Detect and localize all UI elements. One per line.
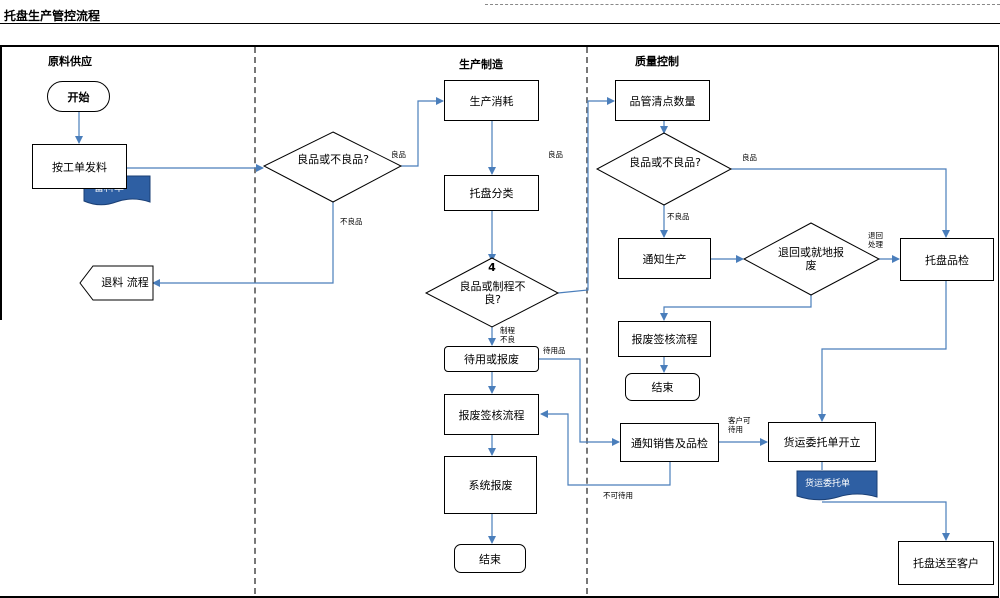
- end-2-node: 结束: [625, 373, 700, 401]
- edge-diamond1-consumption: [401, 97, 444, 167]
- edge-diamond4-scrap2: [660, 295, 812, 321]
- decision-good-or-process-bad: [424, 257, 560, 328]
- issue-by-order-node: 按工单发料: [32, 144, 127, 189]
- lane-divider-1: [254, 47, 256, 594]
- lane-title-quality: 质量控制: [635, 55, 679, 68]
- lane-title-materials: 原料供应: [48, 55, 92, 68]
- edge-label-bad-2: 不良品: [667, 212, 690, 221]
- edge-label-process-bad: 制程 不良: [500, 326, 515, 344]
- edge-notify-scrap: [540, 410, 671, 486]
- edge-label-good-2: 良品: [742, 153, 757, 162]
- edge-shipping-deliver: [822, 501, 950, 541]
- good-or-bad-1-label: 良品或不良品?: [297, 153, 369, 166]
- shipping-doc-shape: [796, 470, 878, 501]
- notify-production-node: 通知生产: [618, 238, 711, 279]
- decision-good-or-bad-2: [595, 132, 733, 206]
- shipping-order-open-node: 货运委托单开立: [768, 422, 876, 462]
- decision-good-or-bad-1: [262, 131, 403, 203]
- return-process-shape: [79, 265, 154, 301]
- page-title: 托盘生产管控流程: [4, 9, 101, 23]
- edge-label-return-handle: 退回 处理: [868, 231, 883, 249]
- good-or-process-bad-label: 良品或制程不良?: [459, 280, 526, 306]
- scrap-approval-2-node: 报废签核流程: [618, 321, 711, 357]
- shipping-doc-label: 货运委托单: [805, 477, 850, 489]
- qc-count-node: 品管清点数量: [615, 80, 710, 121]
- end-1-node: 结束: [454, 544, 526, 573]
- scrap-approval-1-node: 报废签核流程: [444, 394, 539, 435]
- pallet-inspection-node: 托盘品检: [900, 238, 994, 281]
- edge-diamond2-inspection: [731, 168, 950, 238]
- system-scrap-node: 系统报废: [444, 456, 537, 514]
- edge-label-usable: 待用品: [543, 346, 566, 355]
- header-dashed-rule: [485, 4, 1000, 5]
- edge-label-good-mid: 良品: [548, 150, 563, 159]
- usable-or-scrap-node: 待用或报废: [444, 346, 539, 372]
- decision-return-or-scrap: [742, 222, 881, 296]
- edge-label-good-1: 良品: [391, 150, 406, 159]
- production-consumption-node: 生产消耗: [444, 80, 539, 121]
- good-or-bad-2-label: 良品或不良品?: [629, 156, 701, 169]
- notify-sales-qc-node: 通知销售及品检: [620, 423, 719, 462]
- edge-diamond1-return: [152, 202, 334, 287]
- edge-label-not-usable: 不可待用: [603, 491, 633, 500]
- return-process-label: 退料 流程: [101, 276, 149, 289]
- header-rule: [0, 23, 1000, 24]
- deliver-to-customer-node: 托盘送至客户: [898, 541, 994, 585]
- decision-number-label: 4: [488, 261, 496, 274]
- lane-left-border: [0, 45, 2, 320]
- return-or-scrap-label: 退回或就地报废: [778, 246, 844, 272]
- lane-divider-2: [586, 47, 588, 594]
- edge-diamond3-qc: [557, 97, 615, 294]
- lane-title-production: 生产制造: [459, 58, 503, 71]
- edge-label-bad-1: 不良品: [340, 217, 363, 226]
- edge-inspection-shipping: [818, 281, 947, 422]
- pallet-sorting-node: 托盘分类: [444, 175, 539, 211]
- start-node: 开始: [47, 81, 110, 112]
- edge-label-customer-usable: 客户可 待用: [728, 416, 751, 434]
- edge-usable-notify: [539, 358, 620, 446]
